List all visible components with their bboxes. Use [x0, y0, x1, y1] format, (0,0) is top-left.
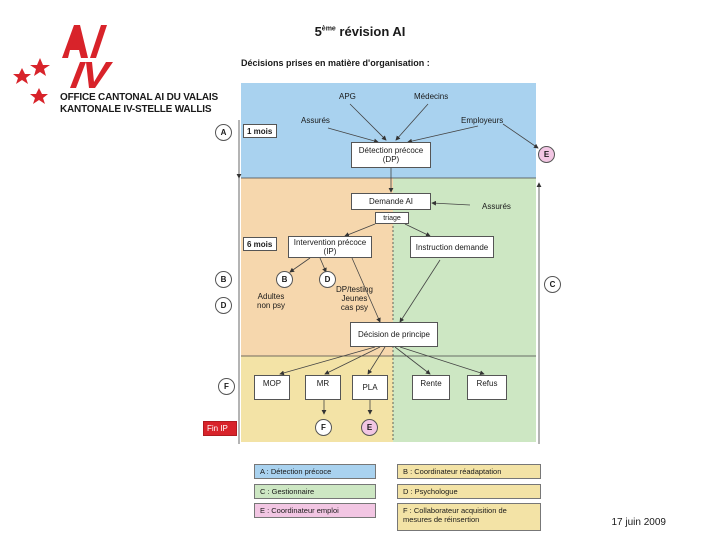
circle-f: F	[218, 378, 235, 395]
circle-b-inner: B	[276, 271, 293, 288]
detection-code: (DP)	[382, 155, 400, 164]
logo-line-1: OFFICE CANTONAL AI DU VALAIS	[60, 92, 218, 103]
box-refus: Refus	[467, 375, 507, 400]
legend-d: D : Psychologue	[397, 484, 541, 499]
actor-assures: Assurés	[301, 116, 330, 125]
legend-b: B : Coordinateur réadaptation	[397, 464, 541, 479]
note-dp-testing: DP/testing Jeunes cas psy	[336, 285, 373, 312]
logo-line-2: KANTONALE IV-STELLE WALLIS	[60, 104, 212, 115]
intervention-label: Intervention précoce	[293, 238, 367, 247]
box-demande-ai: Demande AI	[351, 193, 431, 210]
logo-text: OFFICE CANTONAL AI DU VALAIS KANTONALE I…	[60, 92, 218, 116]
circle-f-inner: F	[315, 419, 332, 436]
box-detection-precoce: Détection précoce (DP)	[351, 142, 431, 168]
circle-e: E	[538, 146, 555, 163]
box-decision-principe: Décision de principe	[350, 322, 438, 347]
circle-a: A	[215, 124, 232, 141]
actor-apg: APG	[339, 92, 356, 101]
circle-e-inner: E	[361, 419, 378, 436]
box-6-mois: 6 mois	[243, 237, 277, 251]
legend-e: E : Coordinateur emploi	[254, 503, 376, 518]
actor-medecins: Médecins	[414, 92, 449, 101]
actor-employeurs: Employeurs	[461, 116, 504, 125]
circle-d-inner: D	[319, 271, 336, 288]
box-pla: PLA	[352, 375, 388, 400]
actor-assures-2: Assurés	[482, 202, 511, 211]
circle-b: B	[215, 271, 232, 288]
box-intervention-precoce: Intervention précoce (IP)	[288, 236, 372, 258]
legend-c: C : Gestionnaire	[254, 484, 376, 499]
box-mr: MR	[305, 375, 341, 400]
circle-c: C	[544, 276, 561, 293]
note-adultes: Adultes non psy	[257, 292, 286, 310]
tag-fin-ip: Fin IP	[203, 421, 237, 436]
footer-date: 17 juin 2009	[611, 517, 667, 528]
box-mop: MOP	[254, 375, 290, 400]
circle-d: D	[215, 297, 232, 314]
detection-label: Détection précoce	[358, 146, 424, 155]
subtitle: Décisions prises en matière d'organisati…	[241, 58, 430, 68]
box-triage: triage	[375, 212, 409, 224]
page-title: 5ème révision AI	[314, 24, 406, 39]
box-instruction-demande: Instruction demande	[410, 236, 494, 258]
legend-f: F : Collaborateur acquisition de mesures…	[397, 503, 541, 531]
legend-a: A : Détection précoce	[254, 464, 376, 479]
intervention-code: (IP)	[323, 247, 337, 256]
box-1-mois: 1 mois	[243, 124, 277, 138]
box-rente: Rente	[412, 375, 450, 400]
